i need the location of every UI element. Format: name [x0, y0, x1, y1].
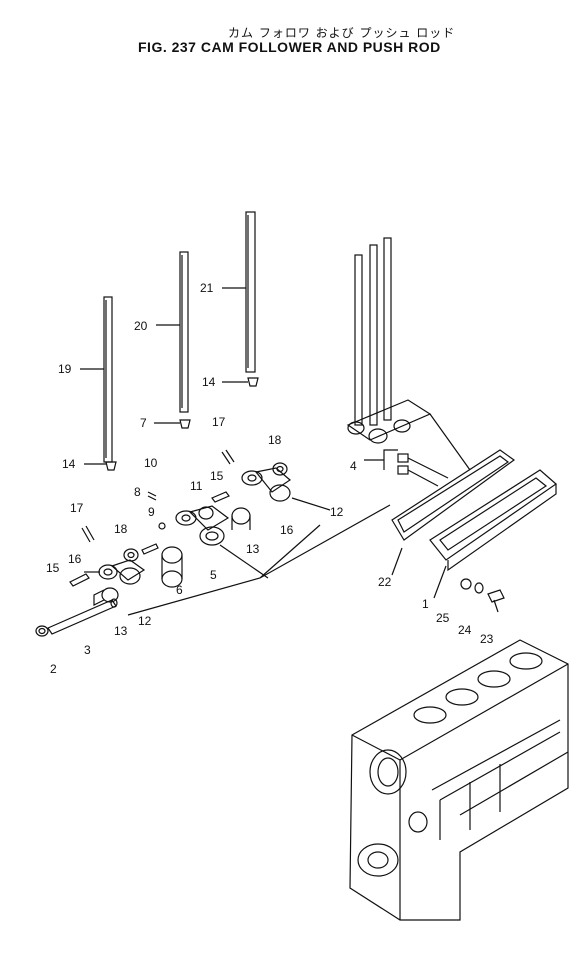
push-rod-19	[103, 296, 113, 463]
bushing-6	[161, 546, 183, 588]
callout-8: 8	[134, 485, 141, 499]
washer-18-left	[123, 548, 139, 562]
push-rod-20	[179, 251, 189, 413]
pin-17-right	[221, 449, 235, 465]
callout-1: 1	[422, 597, 429, 611]
push-rod-21	[245, 211, 256, 373]
pin-17-left	[81, 525, 95, 543]
assembled-follower-group	[346, 237, 471, 471]
callout-17-right: 17	[212, 415, 226, 429]
washer-25	[460, 578, 472, 590]
callout-7: 7	[140, 416, 147, 430]
callout-24: 24	[458, 623, 472, 637]
assembly-bracket-lines	[127, 504, 391, 616]
plug-2	[35, 625, 49, 637]
engine-block	[349, 639, 569, 921]
callout-15-center: 15	[210, 469, 224, 483]
pin-9	[158, 522, 166, 530]
washer-18-right	[272, 462, 288, 476]
callout-11: 11	[190, 479, 203, 493]
bolts-4	[397, 453, 449, 487]
callout-2: 2	[50, 662, 57, 676]
callout-15-left: 15	[46, 561, 60, 575]
callout-21: 21	[200, 281, 214, 295]
bushing-13-left	[93, 587, 119, 606]
bolt-23	[487, 589, 505, 613]
callout-14-upper: 14	[202, 375, 216, 389]
callout-9: 9	[148, 505, 155, 519]
gasket-22	[391, 449, 516, 541]
callout-12-left: 12	[138, 614, 152, 628]
spring-pin-15-left	[69, 573, 90, 587]
callout-14-lower: 14	[62, 457, 76, 471]
pin-10	[147, 491, 157, 501]
callout-3: 3	[84, 643, 91, 657]
callout-5: 5	[210, 568, 217, 582]
callout-17-left: 17	[70, 501, 84, 515]
callout-19: 19	[58, 362, 72, 376]
bracket-4-leader	[364, 449, 398, 470]
callout-16-left: 16	[68, 552, 82, 566]
callout-6: 6	[176, 583, 183, 597]
callout-4: 4	[350, 459, 357, 473]
cam-follower-left	[98, 559, 146, 585]
shaft-3	[47, 598, 118, 635]
callout-13-left: 13	[114, 624, 128, 638]
callout-25: 25	[436, 611, 450, 625]
cover-1	[429, 469, 557, 572]
washer-24	[474, 582, 484, 594]
callout-16-right: 16	[280, 523, 294, 537]
washer-11	[198, 506, 214, 520]
bushing-13-right	[231, 507, 251, 530]
callout-12-right: 12	[330, 505, 344, 519]
cam-follower-right	[241, 467, 291, 502]
callout-18-right: 18	[268, 433, 282, 447]
cap-14-upper	[247, 377, 259, 387]
callout-20: 20	[134, 319, 148, 333]
callout-22: 22	[378, 575, 392, 589]
spring-pin-15-center	[211, 491, 230, 503]
callout-18-left: 18	[114, 522, 128, 536]
cap-7	[179, 419, 191, 429]
cam-follower-center	[175, 505, 230, 546]
cap-14-lower	[105, 461, 117, 471]
callout-23: 23	[480, 632, 494, 646]
figure-title: FIG. 237 CAM FOLLOWER AND PUSH ROD	[138, 39, 441, 55]
callout-10: 10	[144, 456, 158, 470]
pin-8	[141, 543, 159, 555]
figure-title-japanese: カム フォロワ および プッシュ ロッド	[228, 26, 456, 40]
callout-13-right: 13	[246, 542, 260, 556]
